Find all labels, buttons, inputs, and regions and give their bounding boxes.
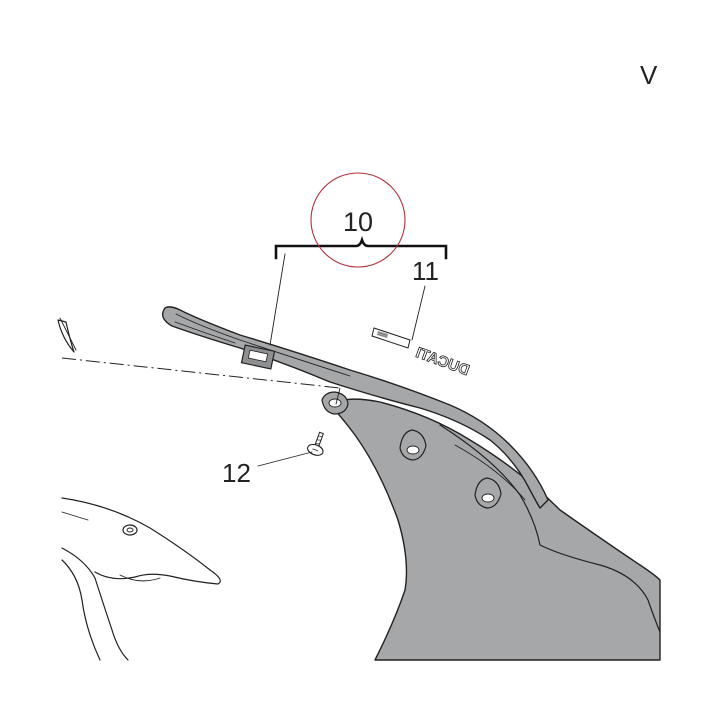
callout-10: 10	[343, 207, 373, 237]
mounting-tab-right-2	[474, 477, 502, 509]
assembly-axis-line	[61, 357, 341, 389]
part-10-bracket	[274, 235, 448, 260]
callout-11: 11	[412, 256, 439, 286]
leader-line-11	[411, 285, 426, 341]
mounting-tab-center	[321, 391, 349, 415]
leader-line-12	[257, 451, 313, 467]
leader-line-10	[269, 253, 286, 346]
part-10-highlight-circle	[310, 172, 406, 268]
mounting-tab-right-1	[399, 429, 427, 461]
mounting-tab-left	[240, 344, 276, 370]
mirror-bracket-sketch	[61, 497, 221, 661]
fairing-edge-sketch	[57, 317, 77, 353]
callout-12: 12	[222, 458, 251, 488]
decal: DUCATI	[371, 327, 472, 380]
decal-text: DUCATI	[414, 344, 472, 379]
fairing-body	[329, 398, 661, 661]
screw	[307, 431, 324, 456]
page-marker: V	[640, 60, 658, 90]
fairing-crease-line	[439, 424, 661, 633]
